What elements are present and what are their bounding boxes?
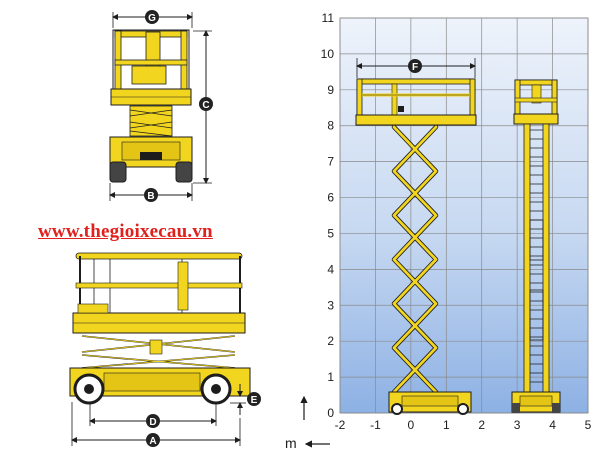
x-tick-label: 4 (549, 418, 556, 432)
x-tick-label: 5 (585, 418, 592, 432)
dimension-a-label: A (149, 436, 156, 447)
y-tick-label: 4 (327, 262, 334, 276)
y-tick-label: 1 (327, 370, 334, 384)
dimension-a-badge: A (146, 433, 160, 447)
y-tick-label: 11 (322, 11, 335, 25)
y-tick-label: 6 (327, 191, 334, 205)
axis-unit-label: m (285, 435, 297, 451)
y-tick-label: 2 (327, 334, 334, 348)
y-tick-label: 8 (327, 119, 334, 133)
dimension-b-label: B (147, 191, 154, 202)
side-view (69, 252, 251, 446)
dimension-f-badge: F (408, 59, 422, 73)
dimension-c-badge: C (199, 97, 213, 111)
working-range-chart: 0 1 2 3 4 5 6 7 8 9 10 11 -2 -1 0 1 2 3 4 5 (321, 11, 592, 432)
x-axis-ticks: -2 -1 0 1 2 3 4 5 (335, 418, 592, 432)
axis-arrows: m (285, 395, 330, 451)
dimension-d-label: D (149, 417, 156, 428)
x-tick-label: 0 (408, 418, 415, 432)
y-tick-label: 7 (327, 155, 334, 169)
dimension-g-label: G (148, 13, 156, 24)
chart-plot-area (339, 17, 589, 414)
y-tick-label: 9 (327, 83, 334, 97)
extended-lift-front (511, 79, 561, 413)
y-tick-label: 10 (321, 47, 335, 61)
x-tick-label: -1 (370, 418, 381, 432)
watermark-url: www.thegioixecau.vn (38, 221, 213, 242)
dimension-f-label: F (412, 62, 418, 73)
dimension-b-badge: B (144, 188, 158, 202)
dimension-e-label: E (251, 395, 258, 406)
dimension-e-badge: E (247, 392, 261, 406)
y-tick-label: 3 (327, 298, 334, 312)
extended-lift-side (355, 78, 477, 415)
x-tick-label: 2 (478, 418, 485, 432)
x-tick-label: -2 (335, 418, 346, 432)
dimension-c-label: C (202, 100, 209, 111)
dimension-d-badge: D (146, 414, 160, 428)
y-tick-label: 5 (327, 226, 334, 240)
x-tick-label: 1 (443, 418, 450, 432)
front-view (109, 12, 212, 201)
y-axis-ticks: 0 1 2 3 4 5 6 7 8 9 10 11 (321, 11, 335, 420)
dimension-g-badge: G (145, 10, 159, 24)
y-tick-label: 0 (327, 406, 334, 420)
x-tick-label: 3 (514, 418, 521, 432)
